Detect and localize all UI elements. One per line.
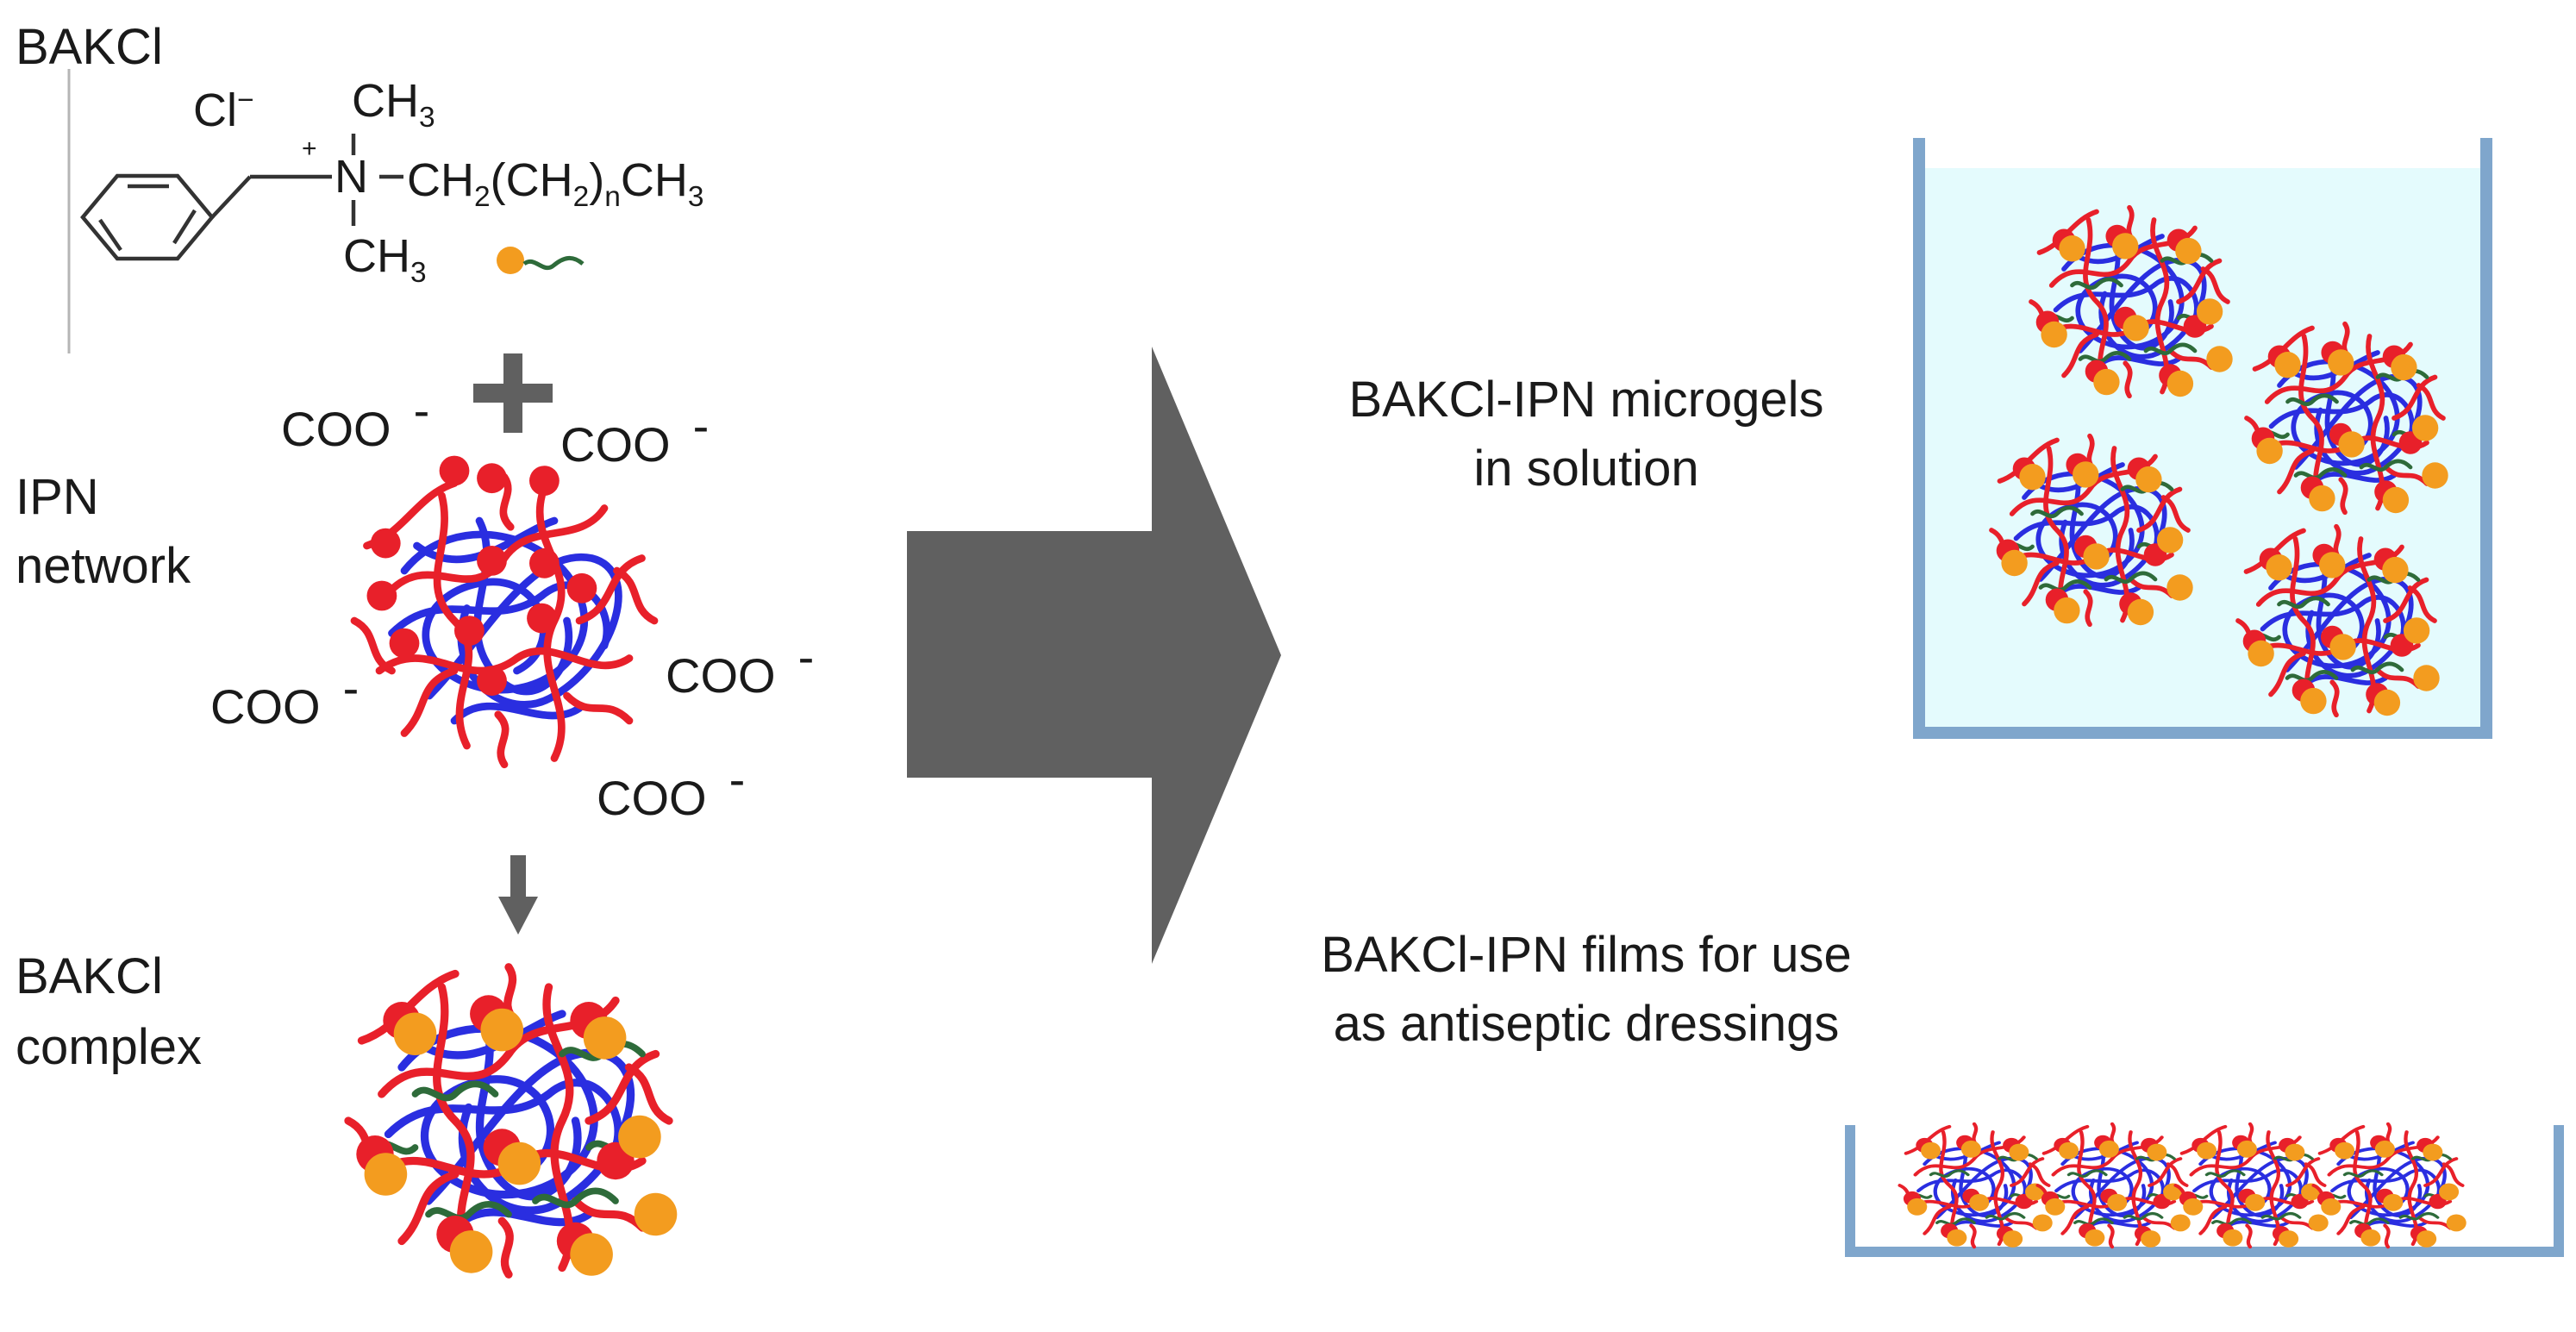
film-particle: [2314, 1124, 2467, 1248]
ipn-label-line1: IPN: [16, 469, 99, 525]
carboxylate-label: COO-: [666, 633, 814, 700]
chain-paren-subscript: 2: [572, 180, 590, 213]
chain-paren-close: ): [589, 154, 605, 206]
microgels-caption-line2: in solution: [1473, 441, 1699, 497]
nitrogen-atom: N: [335, 151, 368, 203]
films-caption: BAKCl-IPN films for use as antiseptic dr…: [1241, 921, 1931, 1059]
film-particle: [2176, 1124, 2329, 1248]
carboxylate-text: COO: [281, 402, 391, 456]
microgels-caption-line1: BAKCl-IPN microgels: [1348, 372, 1824, 428]
carboxylate-charge: -: [728, 752, 746, 806]
carboxylate-charge: -: [797, 629, 815, 684]
chloride-ion: Cl−: [193, 86, 254, 134]
down-arrow-icon: [498, 855, 538, 935]
chain-ch: CH: [407, 154, 474, 206]
methyl-bottom-subscript: 3: [410, 256, 427, 289]
carboxylate-charge: -: [413, 383, 430, 437]
chloride-symbol: Cl: [193, 84, 237, 136]
microgels-caption: BAKCl-IPN microgels in solution: [1276, 366, 1897, 503]
chain-ch-subscript: 2: [474, 180, 491, 213]
films-caption-line2: as antiseptic dressings: [1333, 996, 1840, 1052]
film-particle: [2038, 1124, 2191, 1248]
plus-icon: [473, 353, 553, 433]
carboxylate-charge: -: [692, 398, 710, 453]
bakcl-title: BAKCl: [16, 19, 163, 75]
carboxylate-label: COO-: [210, 664, 359, 731]
bakcl-bonds: [210, 134, 403, 226]
film-particle: [1900, 1124, 2053, 1248]
methyl-top-symbol: CH: [352, 75, 419, 127]
methyl-top: CH3: [352, 78, 435, 132]
carboxylate-text: COO: [666, 648, 776, 703]
complex-label-line1: BAKCl: [16, 948, 163, 1004]
carboxylate-label: COO-: [597, 755, 745, 825]
complex-label-line2: complex: [16, 1019, 202, 1075]
ipn-network-particle: [354, 455, 654, 765]
chain-terminal-subscript: 3: [687, 180, 704, 213]
chain-terminal-ch: CH: [620, 154, 688, 206]
ipn-label-line2: network: [16, 538, 191, 594]
carboxylate-text: COO: [597, 771, 707, 825]
methyl-bottom: CH3: [343, 233, 427, 287]
nitrogen-charge: +: [302, 134, 317, 163]
chain-n-subscript: n: [604, 180, 621, 213]
chloride-charge: −: [237, 84, 254, 116]
film-tray: [1845, 1125, 2564, 1257]
alkyl-chain: CH2(CH2)nCH3: [407, 157, 703, 211]
carboxylate-charge: -: [342, 660, 360, 715]
carboxylate-text: COO: [210, 679, 321, 734]
benzene-ring-icon: [80, 173, 215, 261]
bakcl-complex-particle: [348, 967, 677, 1276]
process-arrow-icon: [907, 347, 1281, 964]
carboxylate-label: COO-: [560, 402, 709, 469]
methyl-bottom-symbol: CH: [343, 230, 410, 282]
surfactant-icon: [497, 247, 585, 274]
films-caption-line1: BAKCl-IPN films for use: [1321, 927, 1852, 983]
chain-paren-open: (CH: [490, 154, 573, 206]
carboxylate-label: COO-: [281, 386, 429, 456]
carboxylate-text: COO: [560, 417, 671, 472]
methyl-top-subscript: 3: [419, 101, 435, 134]
